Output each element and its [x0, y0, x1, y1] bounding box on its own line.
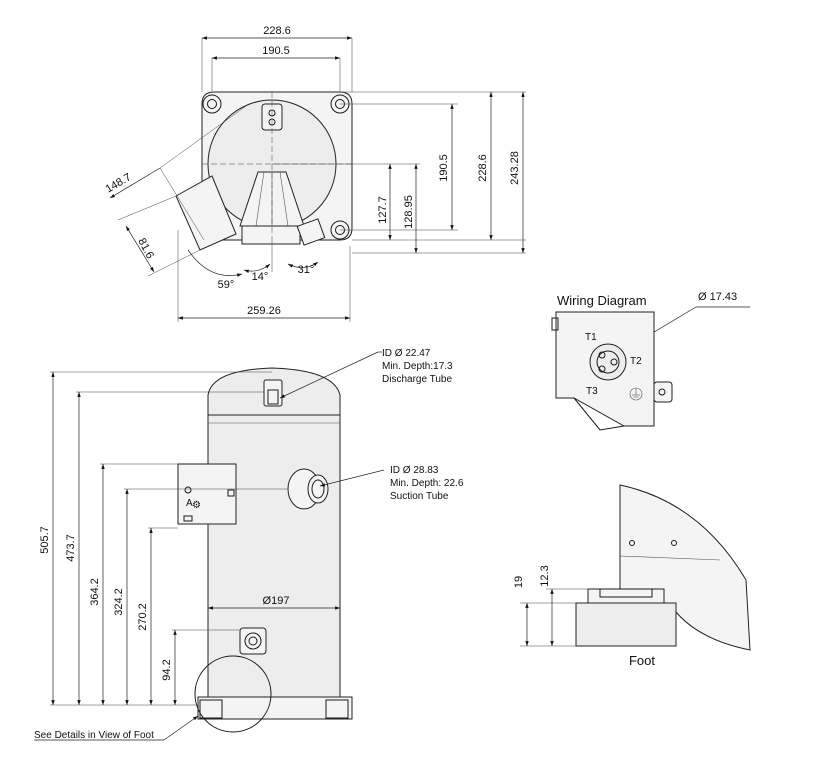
angle-14: 14°: [252, 271, 269, 283]
discharge-depth: Min. Depth:17.3: [382, 361, 453, 372]
discharge-tube: [263, 379, 283, 407]
dim-473-7: 473.7: [65, 534, 77, 562]
dim-148-7: 148.7: [104, 171, 134, 195]
dim-190-5-right: 190.5: [438, 154, 450, 182]
dim-259-26: 259.26: [247, 305, 281, 317]
discharge-id: ID Ø 22.47: [382, 348, 431, 359]
dim-127-7: 127.7: [377, 196, 389, 224]
suction-depth: Min. Depth: 22.6: [390, 478, 464, 489]
top-view-discharge-fitting: [261, 103, 283, 131]
dim-foot-12-3: 12.3: [539, 565, 551, 586]
foot-view: 19 12.3 Foot: [513, 484, 751, 668]
wiring-diagram: Wiring Diagram Ø 17.43 T1 T2 T3: [551, 291, 750, 431]
dim-dia-197: Ø197: [263, 595, 290, 607]
side-view-base: [197, 696, 353, 720]
dim-505-7: 505.7: [39, 526, 51, 554]
dim-228-6-right: 228.6: [477, 154, 489, 182]
dim-228-6-top: 228.6: [263, 25, 291, 37]
suction-name: Suction Tube: [390, 491, 449, 502]
svg-text:⚙: ⚙: [192, 500, 201, 511]
foot-note: See Details in View of Foot: [34, 730, 154, 741]
terminal-t2: T2: [630, 356, 642, 367]
dim-line-148-7: [109, 167, 161, 199]
suction-id: ID Ø 28.83: [390, 465, 439, 476]
top-view: 228.6 190.5 190.5 228.6 243.28 127.7 128…: [104, 25, 526, 322]
ground-icon: [629, 387, 643, 401]
ground-lug: [653, 381, 673, 403]
terminal-plug: [589, 343, 627, 381]
dim-243-28: 243.28: [509, 151, 521, 185]
side-view: A ⚙ ID Ø 22.47 Min. Depth:17.3 Discharge…: [34, 348, 464, 741]
oil-fitting: [239, 627, 267, 655]
dim-line-81-6: [125, 225, 155, 273]
foot-note-leader: [163, 715, 199, 741]
dim-128-95: 128.95: [403, 195, 415, 229]
dim-foot-19: 19: [513, 576, 525, 588]
angle-31: 31°: [298, 264, 315, 276]
wiring-diagram-title: Wiring Diagram: [557, 293, 647, 308]
suction-leader: [319, 469, 385, 487]
dim-324-2: 324.2: [113, 588, 125, 616]
terminal-t3: T3: [586, 386, 598, 397]
dim-190-5-top: 190.5: [262, 45, 290, 57]
foot-bracket: [619, 484, 751, 651]
dim-94-2: 94.2: [161, 659, 173, 680]
side-view-shell: [207, 414, 341, 698]
foot-title: Foot: [629, 653, 655, 668]
angle-59: 59°: [218, 279, 235, 291]
foot-base: [575, 602, 677, 647]
dim-81-6: 81.6: [135, 236, 156, 261]
dim-270-2: 270.2: [137, 603, 149, 631]
discharge-name: Discharge Tube: [382, 374, 452, 385]
dim-364-2: 364.2: [89, 578, 101, 606]
wiring-diameter-label: Ø 17.43: [698, 291, 737, 303]
svg-text:A: A: [186, 498, 193, 509]
terminal-t1: T1: [585, 332, 597, 343]
top-view-terminal-box: [175, 175, 237, 251]
side-terminal-box: [177, 463, 237, 525]
discharge-leader: [279, 351, 379, 399]
